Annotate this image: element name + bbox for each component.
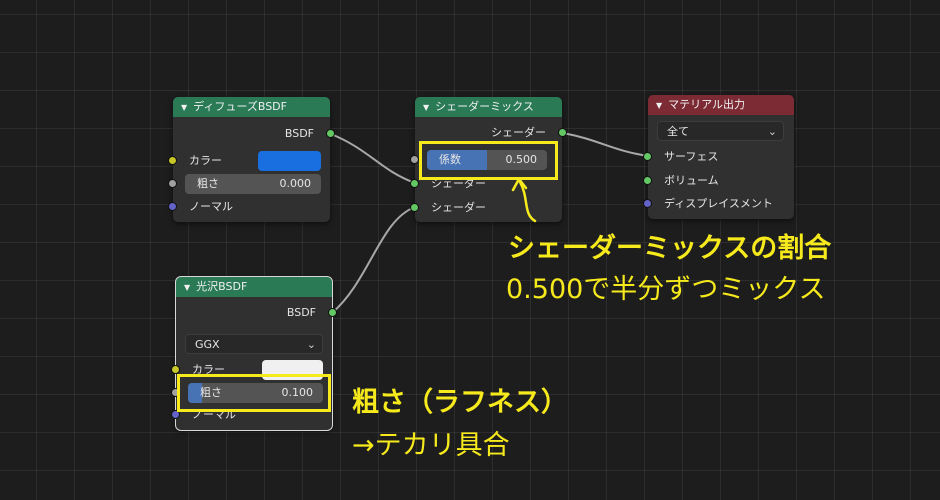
diffuse-color-socket[interactable] — [168, 156, 177, 165]
diffuse-roughness-label: 粗さ — [197, 177, 219, 190]
output-surface-label: サーフェス — [664, 150, 719, 163]
output-displacement-label: ディスプレイスメント — [664, 197, 773, 210]
output-surface-socket[interactable] — [643, 152, 652, 161]
link-glossy-to-mix[interactable] — [331, 206, 416, 314]
output-node-title: マテリアル出力 — [668, 98, 746, 111]
chevron-down-icon: ⌄ — [306, 338, 316, 351]
mix-node-title: シェーダーミックス — [435, 100, 534, 113]
diffuse-color-label: カラー — [189, 154, 222, 167]
chevron-down-icon: ⌄ — [767, 125, 777, 138]
diffuse-bsdf-node[interactable]: ▼ ディフューズBSDF BSDF カラー 粗さ 0.000 ノーマル — [168, 97, 335, 222]
glossy-output-label: BSDF — [286, 306, 316, 319]
collapse-triangle-icon[interactable]: ▼ — [423, 103, 430, 112]
annotation-arrow-icon — [511, 177, 537, 223]
glossy-bsdf-node[interactable]: ▼光沢BSDF BSDF GGX ⌄ カラー 粗さ 0.100 ノーマル — [171, 276, 337, 431]
output-volume-row: ボリューム — [643, 171, 794, 191]
glossy-distribution-dropdown[interactable]: GGX ⌄ — [185, 334, 323, 354]
diffuse-node-header[interactable]: ▼ ディフューズBSDF — [173, 97, 330, 117]
mix-node-header[interactable]: ▼ シェーダーミックス — [415, 97, 562, 117]
output-target-value: 全て — [667, 125, 689, 138]
output-volume-socket[interactable] — [643, 176, 652, 185]
mix-shader-b-row: シェーダー — [410, 198, 562, 218]
glossy-color-socket[interactable] — [171, 365, 180, 374]
mix-output-row: シェーダー — [415, 123, 567, 143]
glossy-normal-socket[interactable] — [171, 410, 180, 419]
glossy-node-header[interactable]: ▼ 光沢BSDF — [176, 277, 332, 297]
diffuse-color-row: カラー — [168, 151, 330, 171]
diffuse-roughness-field[interactable]: 粗さ 0.000 — [185, 174, 321, 194]
mix-shader-node[interactable]: ▼ シェーダーミックス シェーダー 係数 0.500 シェーダー シェーダー — [410, 97, 567, 222]
mix-factor-highlight-box — [419, 141, 558, 180]
diffuse-output-row: BSDF — [173, 124, 335, 144]
output-node-header[interactable]: ▼ マテリアル出力 — [648, 95, 794, 115]
glossy-roughness-value: 0.100 — [281, 386, 314, 399]
diffuse-roughness-row: 粗さ 0.000 — [168, 174, 330, 194]
material-output-node[interactable]: ▼ マテリアル出力 全て ⌄ サーフェス ボリューム ディスプレイスメント — [643, 95, 794, 219]
diffuse-color-swatch[interactable] — [258, 151, 321, 171]
mix-factor-row: 係数 0.500 — [410, 150, 562, 170]
glossy-roughness-label: 粗さ — [200, 386, 222, 399]
link-mix-to-output[interactable] — [562, 132, 649, 157]
glossy-distribution-value: GGX — [195, 338, 220, 351]
mix-shader-a-row: シェーダー — [410, 174, 562, 194]
output-displacement-socket[interactable] — [643, 199, 652, 208]
mix-annotation-subtitle: 0.500で半分ずつミックス — [506, 274, 826, 305]
mix-output-socket[interactable] — [558, 128, 567, 137]
roughness-annotation-title: 粗さ（ラフネス） — [352, 387, 568, 418]
mix-annotation-title: シェーダーミックスの割合 — [508, 233, 832, 264]
diffuse-normal-row: ノーマル — [168, 197, 330, 217]
link-diffuse-to-mix[interactable] — [330, 133, 416, 184]
mix-shader-a-socket[interactable] — [410, 179, 419, 188]
mix-shader-b-socket[interactable] — [410, 203, 419, 212]
output-volume-label: ボリューム — [664, 174, 719, 187]
diffuse-roughness-socket[interactable] — [168, 179, 177, 188]
output-surface-row: サーフェス — [643, 147, 794, 167]
collapse-triangle-icon[interactable]: ▼ — [656, 101, 663, 110]
diffuse-output-label: BSDF — [284, 127, 314, 140]
collapse-triangle-icon[interactable]: ▼ — [181, 103, 188, 112]
collapse-triangle-icon[interactable]: ▼ — [184, 283, 191, 292]
diffuse-normal-label: ノーマル — [189, 200, 233, 213]
mix-factor-slider[interactable]: 係数 0.500 — [427, 150, 547, 170]
mix-shader-a-label: シェーダー — [431, 177, 486, 190]
roughness-annotation-subtitle: →テカリ具合 — [352, 430, 510, 461]
output-displacement-row: ディスプレイスメント — [643, 194, 794, 214]
glossy-roughness-fill — [188, 383, 202, 403]
glossy-roughness-slider[interactable]: 粗さ 0.100 — [188, 383, 323, 403]
mix-shader-b-label: シェーダー — [431, 201, 486, 214]
diffuse-output-socket[interactable] — [326, 129, 335, 138]
glossy-roughness-highlight-box — [177, 374, 331, 412]
output-target-dropdown[interactable]: 全て ⌄ — [657, 121, 784, 141]
diffuse-normal-socket[interactable] — [168, 202, 177, 211]
glossy-node-title: 光沢BSDF — [196, 280, 248, 293]
diffuse-roughness-value: 0.000 — [279, 177, 312, 190]
diffuse-node-title: ディフューズBSDF — [193, 100, 287, 113]
glossy-color-label: カラー — [192, 363, 225, 376]
mix-factor-value: 0.500 — [505, 153, 538, 166]
mix-factor-fill — [427, 150, 487, 170]
glossy-roughness-row: 粗さ 0.100 — [171, 383, 332, 403]
mix-output-label: シェーダー — [491, 126, 546, 139]
mix-factor-label: 係数 — [439, 153, 461, 166]
glossy-output-row: BSDF — [176, 303, 337, 323]
mix-factor-socket[interactable] — [410, 155, 419, 164]
glossy-output-socket[interactable] — [328, 308, 337, 317]
